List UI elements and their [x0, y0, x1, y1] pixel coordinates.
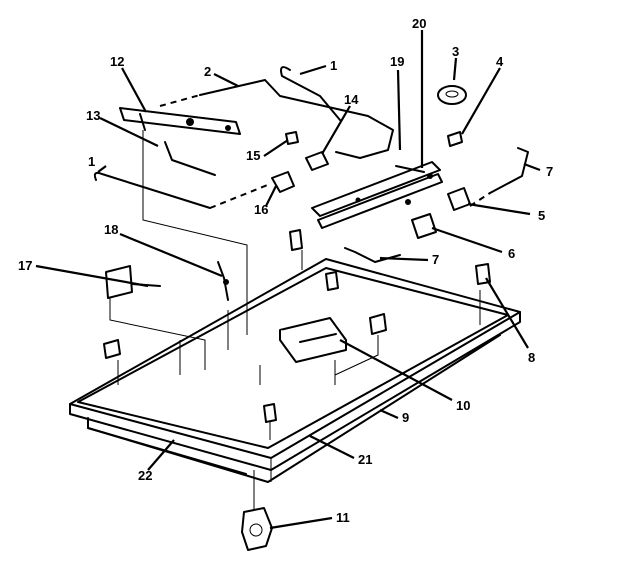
callout-1-left: 1	[88, 154, 95, 169]
callout-3: 3	[452, 44, 459, 59]
callout-2: 2	[204, 64, 211, 79]
assembly-guide-lines	[109, 130, 481, 510]
callout-15: 15	[246, 148, 260, 163]
callout-19: 19	[390, 54, 404, 69]
callout-7-right: 7	[546, 164, 553, 179]
callout-14: 14	[344, 92, 359, 107]
callout-16: 16	[254, 202, 268, 217]
part-17-18	[105, 261, 229, 301]
callout-13: 13	[86, 108, 100, 123]
callout-18: 18	[104, 222, 118, 237]
callout-22: 22	[138, 468, 152, 483]
small-parts	[103, 85, 491, 423]
callout-11: 11	[336, 510, 350, 525]
callout-20: 20	[412, 16, 426, 31]
leader-lines	[35, 30, 541, 530]
callout-17: 17	[18, 258, 32, 273]
part-10-module	[279, 317, 347, 363]
callout-10: 10	[456, 398, 470, 413]
part-12-bracket	[119, 107, 241, 135]
callout-5: 5	[538, 208, 545, 223]
callout-labels: 1 1 2 3 4 5 6 7 7 8 9 10 11 12 13 14 15 …	[18, 16, 553, 525]
valves	[271, 151, 471, 239]
part-11-fitting	[241, 507, 273, 551]
callout-21: 21	[358, 452, 372, 467]
callout-1-top: 1	[330, 58, 337, 73]
callout-7-lower: 7	[432, 252, 439, 267]
valve-bars	[311, 161, 443, 229]
callout-12: 12	[110, 54, 124, 69]
cooktop-tray	[69, 258, 521, 483]
callout-6: 6	[508, 246, 515, 261]
callout-8: 8	[528, 350, 535, 365]
callout-9: 9	[402, 410, 409, 425]
callout-4: 4	[496, 54, 504, 69]
